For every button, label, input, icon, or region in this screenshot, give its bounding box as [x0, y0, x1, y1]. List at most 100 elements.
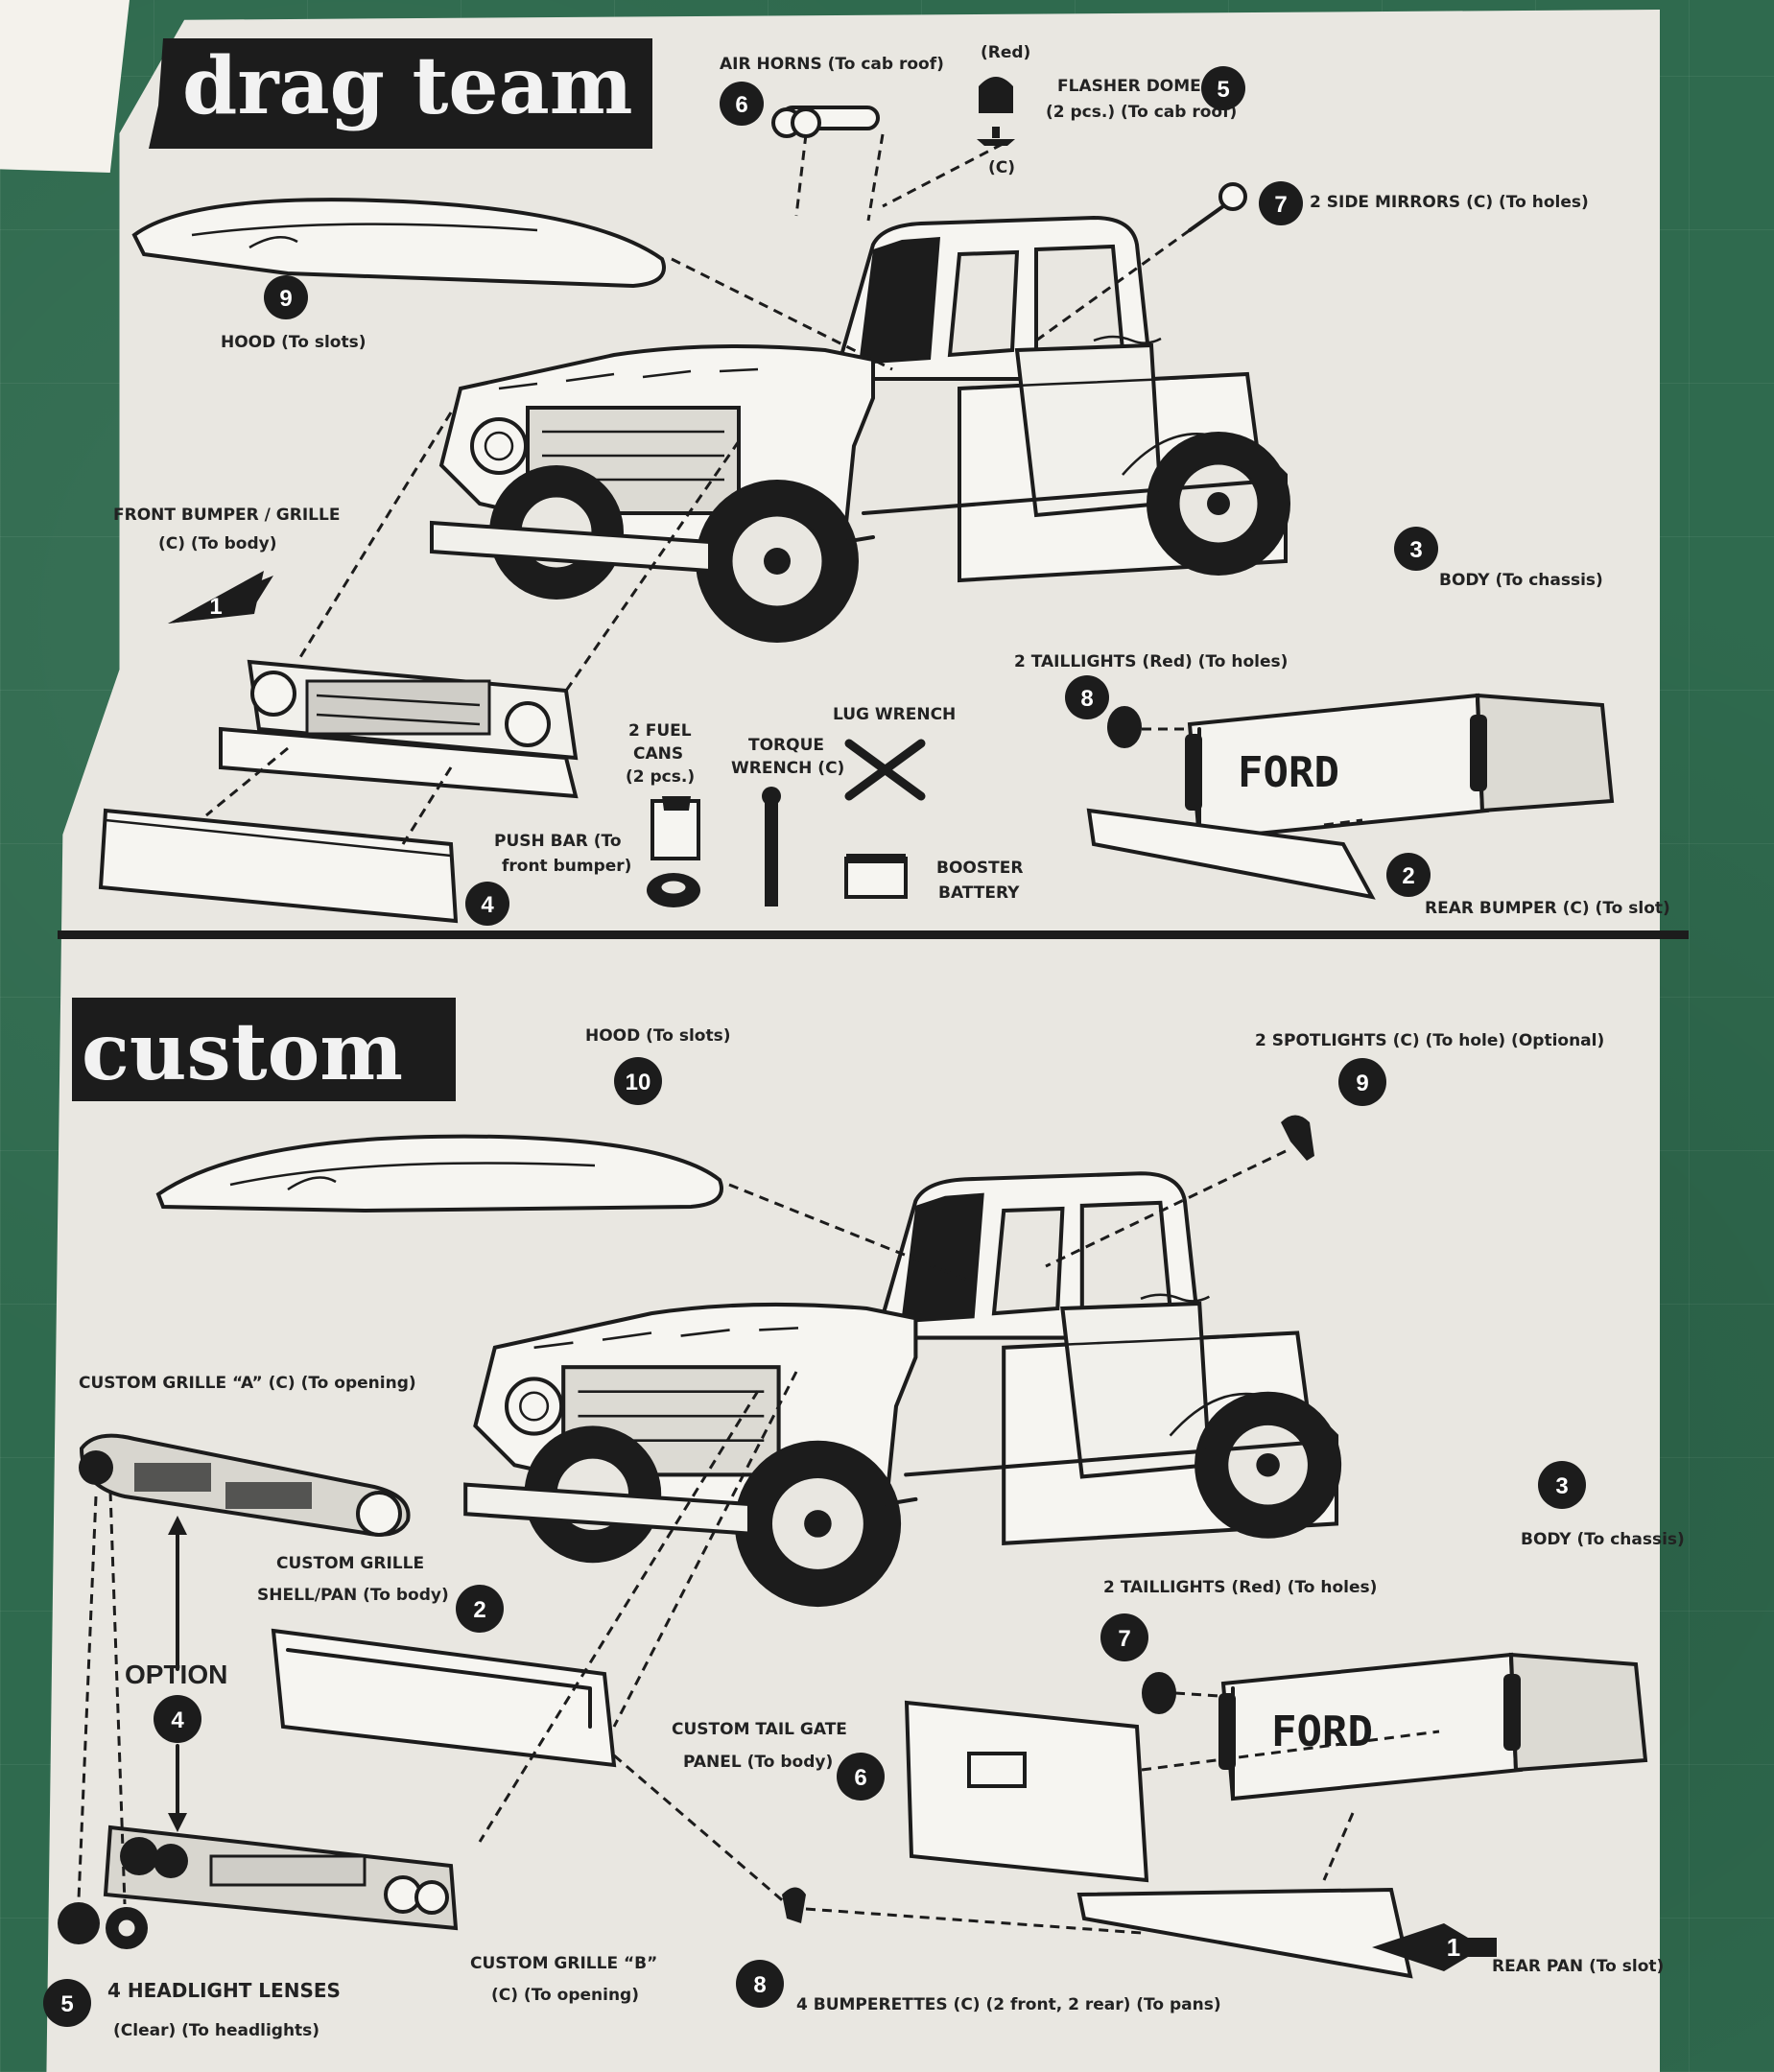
fuel-cans-label: 2 FUEL — [628, 721, 692, 741]
callout-option: OPTION 4 — [125, 1660, 227, 1743]
section-divider — [58, 930, 1689, 939]
svg-text:FRONT BUMPER / GRILLE: FRONT BUMPER / GRILLE — [113, 506, 340, 525]
svg-text:(C) (To body): (C) (To body) — [158, 534, 277, 553]
booster-battery-part — [844, 854, 908, 899]
callout-side-mirrors: 7 2 SIDE MIRRORS (C) (To holes) — [1259, 181, 1589, 225]
callout-push-bar: PUSH BAR (To front bumper) 4 — [465, 832, 631, 926]
booster-battery-label: BOOSTER — [936, 859, 1023, 878]
svg-text:4: 4 — [481, 892, 494, 918]
hood-part-top — [131, 198, 666, 289]
custom-section: custom — [58, 998, 1647, 1979]
callout-body-bottom: 3 BODY (To chassis) — [1521, 1461, 1685, 1549]
callout-tailgate-panel: CUSTOM TAIL GATE PANEL (To body) 6 — [672, 1720, 885, 1801]
air-horns-part — [771, 106, 880, 138]
red-label: (Red) — [981, 43, 1030, 62]
custom-grille-a-part — [79, 1433, 411, 1537]
svg-text:7: 7 — [1274, 192, 1287, 218]
svg-text:HOOD (To slots): HOOD (To slots) — [585, 1026, 731, 1046]
svg-text:2 TAILLIGHTS (Red) (To holes): 2 TAILLIGHTS (Red) (To holes) — [1103, 1578, 1377, 1597]
callout-taillights-top: 2 TAILLIGHTS (Red) (To holes) 8 — [1014, 652, 1288, 719]
grille-shell-part — [271, 1628, 617, 1768]
custom-grille-a-label: CUSTOM GRILLE “A” (C) (To opening) — [79, 1374, 416, 1393]
svg-text:1: 1 — [209, 594, 222, 620]
taillight-part-top — [1107, 706, 1142, 748]
svg-text:5: 5 — [1217, 77, 1229, 103]
callout-hood-bottom: HOOD (To slots) 10 — [585, 1026, 731, 1105]
svg-text:BODY (To chassis): BODY (To chassis) — [1439, 571, 1603, 590]
svg-text:4 BUMPERETTES (C) (2 front, 2: 4 BUMPERETTES (C) (2 front, 2 rear) (To … — [796, 1995, 1221, 2014]
lug-wrench-label: LUG WRENCH — [833, 705, 956, 724]
lug-wrench-part — [844, 739, 926, 801]
side-mirror-part — [1188, 182, 1247, 232]
svg-text:4 HEADLIGHT LENSES: 4 HEADLIGHT LENSES — [107, 1979, 341, 2002]
svg-text:SHELL/PAN (To body): SHELL/PAN (To body) — [257, 1586, 449, 1605]
svg-text:PUSH BAR (To: PUSH BAR (To — [494, 832, 622, 851]
callout-custom-grille-b: CUSTOM GRILLE “B” (C) (To opening) — [470, 1954, 657, 2005]
hood-part-bottom — [155, 1134, 723, 1213]
push-bar-part — [98, 808, 459, 924]
callout-grille-shell: CUSTOM GRILLE SHELL/PAN (To body) 2 — [257, 1554, 504, 1633]
torque-wrench-part — [762, 787, 781, 906]
c-label: (C) — [988, 158, 1015, 177]
svg-text:OPTION: OPTION — [125, 1660, 227, 1689]
svg-text:WRENCH (C): WRENCH (C) — [731, 759, 844, 778]
callout-taillights-bottom: 2 TAILLIGHTS (Red) (To holes) 7 — [1100, 1578, 1377, 1661]
headlight-lens-1 — [58, 1902, 100, 1944]
svg-text:2 SIDE MIRRORS (C) (To holes): 2 SIDE MIRRORS (C) (To holes) — [1310, 193, 1589, 212]
svg-text:BODY (To chassis): BODY (To chassis) — [1521, 1530, 1685, 1549]
svg-text:2 SPOTLIGHTS (C) (To hole) (Op: 2 SPOTLIGHTS (C) (To hole) (Optional) — [1255, 1031, 1604, 1050]
svg-text:CANS: CANS — [633, 744, 683, 764]
svg-text:3: 3 — [1555, 1473, 1568, 1499]
svg-text:CUSTOM GRILLE: CUSTOM GRILLE — [276, 1554, 424, 1573]
tailgate-top: FORD — [1183, 694, 1614, 841]
callout-rear-bumper: 2 REAR BUMPER (C) (To slot) — [1386, 853, 1670, 918]
svg-text:(2 pcs.): (2 pcs.) — [626, 767, 695, 787]
callout-air-horns: 6 AIR HORNS (To cab roof) — [720, 55, 944, 126]
svg-text:10: 10 — [626, 1070, 651, 1095]
callout-headlight-lenses: 5 4 HEADLIGHT LENSES (Clear) (To headlig… — [43, 1979, 341, 2040]
drag-team-section: drag team — [58, 38, 1689, 939]
callout-rear-pan: 1 REAR PAN (To slot) — [1447, 1933, 1665, 1976]
svg-text:9: 9 — [1356, 1071, 1368, 1096]
front-bumper-grille-part — [219, 659, 579, 799]
svg-text:4: 4 — [171, 1707, 184, 1733]
callout-front-bumper: FRONT BUMPER / GRILLE (C) (To body) 1 — [113, 506, 340, 620]
svg-text:FLASHER DOME: FLASHER DOME — [1057, 77, 1201, 96]
svg-text:1: 1 — [1447, 1933, 1460, 1962]
flasher-dome-part — [977, 77, 1015, 146]
truck-body-bottom — [465, 1173, 1341, 1607]
custom-grille-b-part — [103, 1825, 459, 1931]
svg-text:PANEL (To body): PANEL (To body) — [683, 1753, 833, 1772]
tailgate-bottom: FORD — [1217, 1653, 1647, 1801]
svg-text:7: 7 — [1118, 1626, 1130, 1652]
custom-tailgate-panel-part — [904, 1700, 1149, 1883]
callout-flasher-dome: FLASHER DOME (2 pcs.) (To cab roof) 5 — [1046, 66, 1245, 122]
rear-bumper-part — [1086, 808, 1376, 900]
bumperette-part — [782, 1887, 806, 1923]
paper-scrap — [0, 0, 130, 173]
callout-spotlights: 2 SPOTLIGHTS (C) (To hole) (Optional) 9 — [1255, 1031, 1604, 1106]
fuel-cans-part — [647, 796, 700, 907]
svg-text:2 TAILLIGHTS (Red) (To holes): 2 TAILLIGHTS (Red) (To holes) — [1014, 652, 1288, 671]
drag-team-title: drag team — [182, 40, 633, 132]
svg-text:front bumper): front bumper) — [502, 857, 631, 876]
svg-text:5: 5 — [60, 1991, 73, 2017]
callout-hood-top: 9 HOOD (To slots) — [221, 275, 367, 352]
svg-text:HOOD (To slots): HOOD (To slots) — [221, 333, 367, 352]
torque-wrench-label: TORQUE — [748, 736, 824, 755]
svg-text:6: 6 — [735, 92, 747, 118]
svg-text:8: 8 — [1080, 686, 1093, 712]
arrow-1-bottom — [1372, 1923, 1497, 1971]
svg-text:CUSTOM GRILLE “B”: CUSTOM GRILLE “B” — [470, 1954, 657, 1973]
svg-text:BATTERY: BATTERY — [938, 883, 1020, 903]
svg-text:FORD: FORD — [1238, 748, 1339, 797]
svg-text:FORD: FORD — [1271, 1707, 1373, 1756]
drag-team-banner — [149, 38, 652, 149]
svg-text:REAR BUMPER (C) (To slot): REAR BUMPER (C) (To slot) — [1425, 899, 1670, 918]
rear-pan-part — [1076, 1887, 1413, 1979]
top-callouts: 6 AIR HORNS (To cab roof) (Red) (C) FLAS… — [113, 43, 1670, 926]
taillight-part-bottom — [1142, 1672, 1176, 1714]
svg-text:9: 9 — [279, 286, 292, 312]
custom-banner — [72, 998, 456, 1101]
